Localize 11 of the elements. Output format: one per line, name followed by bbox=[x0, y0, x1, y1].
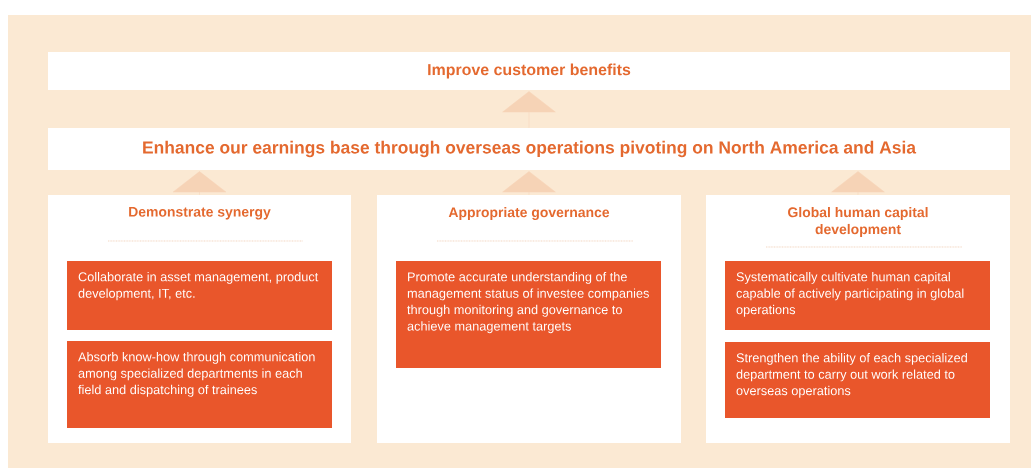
measure-box: Collaborate in asset management, product development, IT, etc. bbox=[67, 261, 332, 330]
measure-box: Promote accurate understanding of the management status of investee companies through monitoring and governance to achieve management targets bbox=[396, 261, 661, 368]
measure-box: Absorb know-how through communication among specialized departments in each field and dispatching of trainees bbox=[67, 341, 332, 428]
goal-banner: Improve customer benefits bbox=[48, 52, 1010, 90]
strategy-banner: Enhance our earnings base through overseas operations pivoting on North America and Asia bbox=[48, 128, 1010, 170]
arrow bbox=[831, 171, 885, 196]
measure-box: Strengthen the ability of each specialized department to carry out work related to overseas operations bbox=[725, 342, 990, 418]
measure-box: Systematically cultivate human capital capable of actively participating in global operations bbox=[725, 261, 990, 330]
arrow bbox=[502, 91, 556, 129]
arrow bbox=[502, 171, 556, 196]
arrow bbox=[172, 171, 227, 196]
